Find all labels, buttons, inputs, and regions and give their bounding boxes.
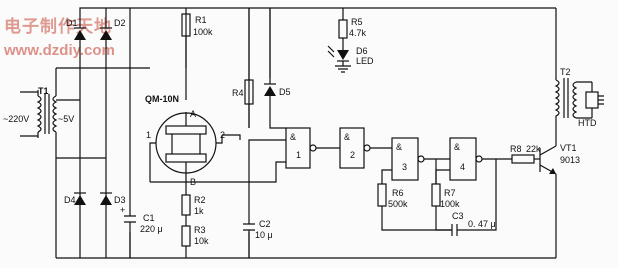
bridge-rectifier: D1 D2 D4 D3 xyxy=(56,7,130,258)
r3-value: 10k xyxy=(194,236,209,246)
gas-sensor-qm10n: QM-10N A B 1 2 xyxy=(145,94,225,187)
gate4-number: 4 xyxy=(460,162,465,172)
d5-label: D5 xyxy=(279,87,291,97)
nand-gate-2: & 2 xyxy=(339,127,392,169)
c1-value: 220 μ xyxy=(140,224,163,234)
t2-label: T2 xyxy=(560,67,571,77)
c1-label: C1 xyxy=(143,213,155,223)
r5-value: 4.7k xyxy=(349,28,367,38)
watermark-title: 电子制作天地 xyxy=(4,16,112,37)
t1-secondary-label: ~5V xyxy=(58,114,74,124)
c3-label: C3 xyxy=(452,211,464,221)
c2-value: 10 μ xyxy=(255,230,273,240)
led-d6: D6 LED xyxy=(327,45,374,73)
capacitor-c2: C2 10 μ xyxy=(243,150,273,258)
c2-label: C2 xyxy=(259,219,271,229)
diode-d5: D5 xyxy=(264,8,291,129)
r1-label: R1 xyxy=(195,15,207,25)
c3-value: 0. 47 μ xyxy=(468,219,496,229)
resistor-r4: R4 xyxy=(232,8,254,128)
t1-label: T1 xyxy=(38,86,49,96)
r2-label: R2 xyxy=(194,195,206,205)
d4-label: D4 xyxy=(64,195,76,205)
resistor-r8: R8 22k xyxy=(510,144,541,164)
r6-label: R6 xyxy=(392,188,404,198)
r8-label: R8 xyxy=(510,144,522,154)
r1-value: 100k xyxy=(193,27,213,37)
vt1-part: 9013 xyxy=(560,155,580,165)
r2-value: 1k xyxy=(194,206,204,216)
t1-primary-label: ~220V xyxy=(3,114,29,124)
gate2-number: 2 xyxy=(350,150,355,160)
r4-label: R4 xyxy=(232,88,244,98)
resistor-r3: R3 10k xyxy=(181,225,209,247)
d6-type: LED xyxy=(356,56,374,66)
transistor-vt1: VT1 9013 xyxy=(539,120,580,182)
nand-gate-4: & 4 xyxy=(435,137,512,184)
resistor-r1: R1 100k xyxy=(181,13,213,100)
gate3-number: 3 xyxy=(402,162,407,172)
transformer-t1: T1 ~220V ~5V xyxy=(3,68,74,258)
d3-label: D3 xyxy=(114,195,126,205)
resistor-r2: R2 1k xyxy=(181,178,206,226)
gate2-symbol: & xyxy=(344,132,350,142)
r7-label: R7 xyxy=(444,188,456,198)
nand-gate-3: & 3 xyxy=(381,137,450,184)
r3-label: R3 xyxy=(194,225,206,235)
buzzer-label: HTD xyxy=(578,118,597,128)
nand-gate-1: & 1 xyxy=(150,127,340,183)
buzzer-htd: HTD xyxy=(578,91,604,128)
capacitor-c1: + C1 220 μ xyxy=(120,8,163,258)
r8-value: 22k xyxy=(526,144,541,154)
r5-label: R5 xyxy=(351,17,363,27)
gate1-symbol: & xyxy=(290,132,296,142)
resistor-r5: R5 4.7k xyxy=(338,17,367,50)
transformer-t2: T2 xyxy=(554,67,593,120)
r7-value: 100k xyxy=(440,199,460,209)
tube-label: QM-10N xyxy=(145,94,179,104)
watermark-url: www.dzdiy.com xyxy=(3,42,115,59)
gate3-symbol: & xyxy=(396,142,402,152)
tube-pin-a: A xyxy=(190,109,196,119)
top-rail xyxy=(56,7,557,128)
d6-label: D6 xyxy=(356,46,368,56)
capacitor-c3: C3 0. 47 μ xyxy=(424,159,497,236)
gate1-number: 1 xyxy=(296,150,301,160)
d2-label: D2 xyxy=(114,18,126,28)
gate4-symbol: & xyxy=(454,142,460,152)
d1-label: D1 xyxy=(66,18,78,28)
tube-pin-1: 1 xyxy=(146,130,151,140)
r6-value: 500k xyxy=(388,199,408,209)
resistor-r6: R6 500k xyxy=(377,183,424,231)
vt1-label: VT1 xyxy=(560,143,577,153)
c1-plus: + xyxy=(120,205,125,215)
